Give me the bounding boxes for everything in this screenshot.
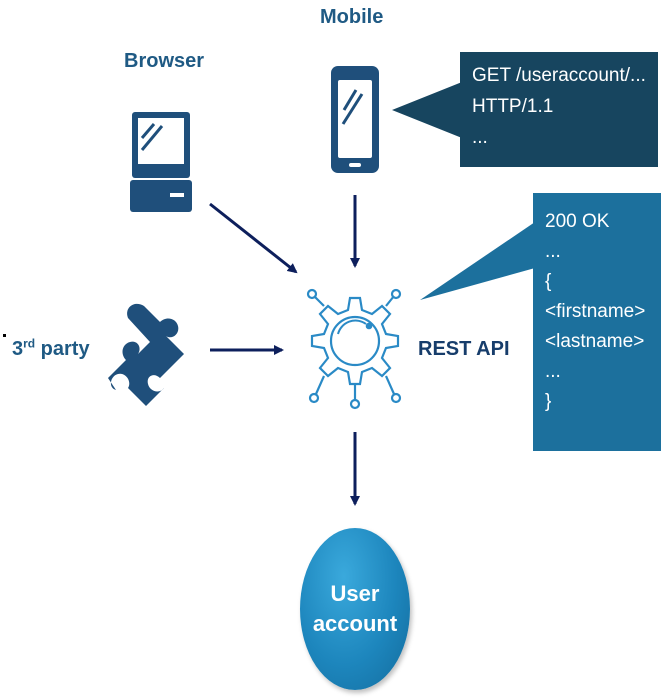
- response-line: <lastname>: [545, 331, 645, 352]
- user-account-node: User account: [300, 528, 410, 690]
- request-line: ...: [472, 127, 488, 148]
- request-bubble-tail: [392, 82, 462, 138]
- mobile-label: Mobile: [320, 6, 384, 28]
- request-line: HTTP/1.1: [472, 96, 554, 117]
- third-party-number: 3: [12, 338, 24, 360]
- browser-label: Browser: [124, 50, 205, 72]
- puzzle-piece-icon: [108, 303, 184, 406]
- third-party-word: party: [35, 338, 90, 360]
- gear-network-icon: [306, 288, 402, 410]
- request-line: GET /useraccount/...: [472, 65, 646, 86]
- response-line: {: [545, 271, 552, 292]
- response-line: <firstname>: [545, 301, 646, 322]
- response-line: 200 OK: [545, 211, 610, 232]
- arrow-browser-to-api: [209, 202, 298, 274]
- third-party-label: 3rd party: [12, 336, 90, 361]
- stray-dot: [3, 334, 6, 337]
- user-account-line2: account: [312, 611, 398, 636]
- smartphone-icon: [331, 66, 379, 173]
- desktop-computer-icon: [130, 112, 192, 212]
- response-bubble-tail: [420, 222, 535, 300]
- response-line: ...: [545, 241, 561, 262]
- rest-api-label: REST API: [418, 338, 510, 360]
- http-response-bubble: 200 OK ... { <firstname> <lastname> ... …: [533, 193, 661, 451]
- response-line: ...: [545, 361, 561, 382]
- response-line: }: [545, 391, 552, 412]
- user-account-line1: User: [330, 581, 380, 606]
- third-party-ordinal: rd: [23, 336, 36, 351]
- http-request-bubble: GET /useraccount/... HTTP/1.1 ...: [460, 52, 658, 167]
